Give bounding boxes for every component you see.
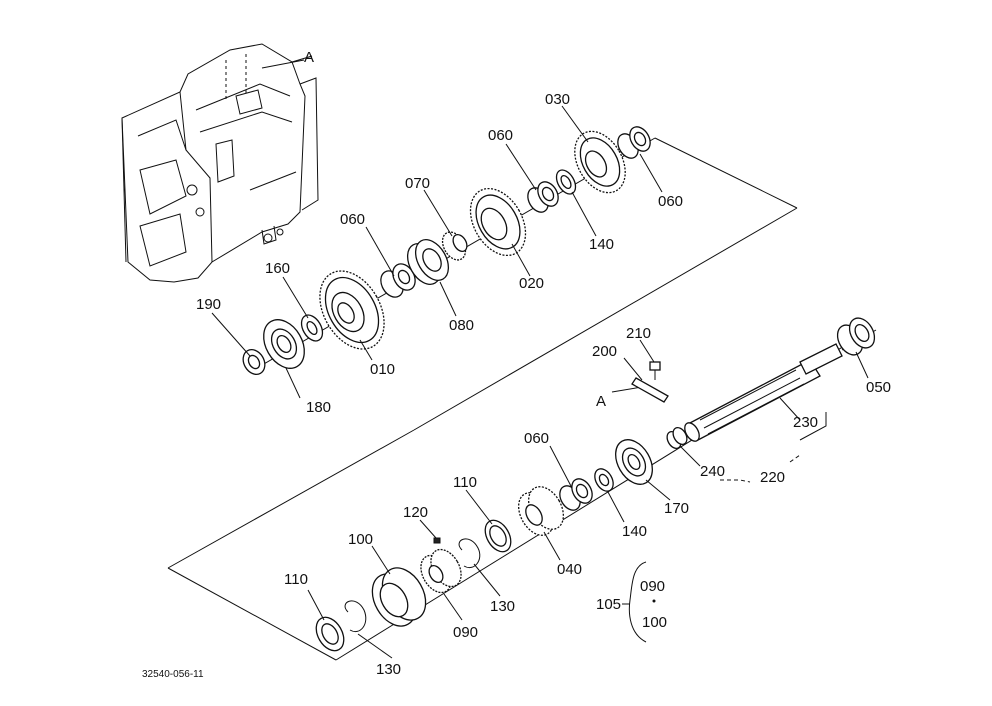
part-210-bolt[interactable] — [649, 361, 661, 380]
label-170: 170 — [664, 500, 689, 517]
label-120: 120 — [403, 504, 428, 521]
label-140-b: 140 — [622, 523, 647, 540]
label-220: 220 — [760, 469, 785, 486]
part-120-pin[interactable] — [433, 537, 441, 544]
label-130-a: 130 — [490, 598, 515, 615]
part-200-plate[interactable] — [631, 377, 669, 403]
label-060-c: 060 — [658, 193, 683, 210]
label-230: 230 — [793, 414, 818, 431]
label-105-100: 100 — [642, 614, 667, 631]
part-020-gear[interactable] — [459, 179, 537, 265]
label-060-d: 060 — [524, 430, 549, 447]
part-040-gear[interactable] — [512, 481, 571, 542]
part-070-bearing[interactable] — [438, 228, 470, 264]
label-100: 100 — [348, 531, 373, 548]
part-labels: A A 190 160 180 010 060 080 070 020 060 … — [142, 49, 891, 680]
part-230-shaft[interactable] — [682, 329, 877, 444]
part-240-sleeve[interactable] — [664, 425, 689, 451]
label-210: 210 — [626, 325, 651, 342]
part-130-snap-ring-b[interactable] — [344, 600, 367, 632]
label-060-a: 060 — [340, 211, 365, 228]
part-190-nut[interactable] — [239, 346, 269, 379]
label-200: 200 — [592, 343, 617, 360]
label-105-090: 090 — [640, 578, 665, 595]
label-105: 105 — [596, 596, 621, 613]
part-010-gear[interactable] — [307, 260, 397, 361]
part-100-shift-sleeve[interactable] — [364, 560, 435, 633]
label-110-a: 110 — [453, 474, 477, 491]
part-220-group-bracket — [720, 412, 827, 483]
part-060-needle-bearing-c[interactable] — [614, 123, 655, 162]
leader-lines — [211, 105, 869, 659]
label-090: 090 — [453, 624, 478, 641]
label-130-b: 130 — [376, 661, 401, 678]
label-070: 070 — [405, 175, 430, 192]
part-105-bracket — [622, 561, 656, 643]
part-110-collar-a[interactable] — [480, 516, 516, 556]
label-110-b: 110 — [284, 571, 308, 588]
part-030-gear[interactable] — [564, 122, 635, 201]
label-060-b: 060 — [488, 127, 513, 144]
label-240: 240 — [700, 463, 725, 480]
label-050: 050 — [866, 379, 891, 396]
part-060-needle-bearing-d[interactable] — [556, 475, 597, 514]
label-190: 190 — [196, 296, 221, 313]
label-140-a: 140 — [589, 236, 614, 253]
drawing-number: 32540-056-11 — [142, 669, 204, 680]
part-050-bearing[interactable] — [832, 314, 879, 360]
part-110-collar-b[interactable] — [311, 612, 350, 655]
part-060-needle-bearing-b[interactable] — [524, 178, 563, 216]
transmission-case — [121, 43, 319, 283]
label-160: 160 — [265, 260, 290, 277]
part-090-hub[interactable] — [415, 544, 468, 598]
label-030: 030 — [545, 91, 570, 108]
part-160-washer[interactable] — [297, 311, 327, 344]
label-a-top: A — [304, 49, 314, 66]
label-180: 180 — [306, 399, 331, 416]
label-a-mid: A — [596, 393, 606, 410]
part-180-bearing[interactable] — [255, 312, 312, 375]
label-020: 020 — [519, 275, 544, 292]
part-140-washer-b[interactable] — [591, 466, 617, 495]
part-170-bearing[interactable] — [608, 433, 660, 491]
label-040: 040 — [557, 561, 582, 578]
label-080: 080 — [449, 317, 474, 334]
part-080-collar[interactable] — [401, 234, 455, 290]
part-130-snap-ring-a[interactable] — [458, 538, 481, 568]
part-060-needle-bearing-a[interactable] — [376, 260, 419, 301]
label-010: 010 — [370, 361, 395, 378]
